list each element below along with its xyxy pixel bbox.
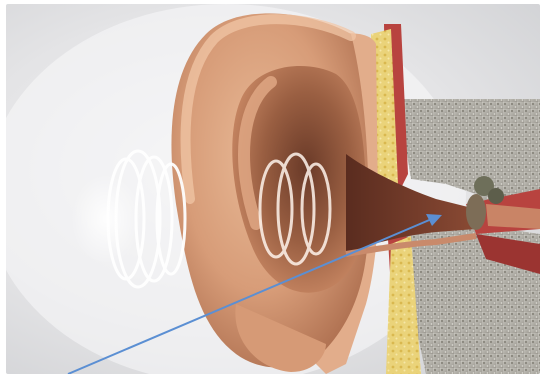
sound-glow <box>71 174 141 264</box>
ear-illustration <box>6 4 540 374</box>
